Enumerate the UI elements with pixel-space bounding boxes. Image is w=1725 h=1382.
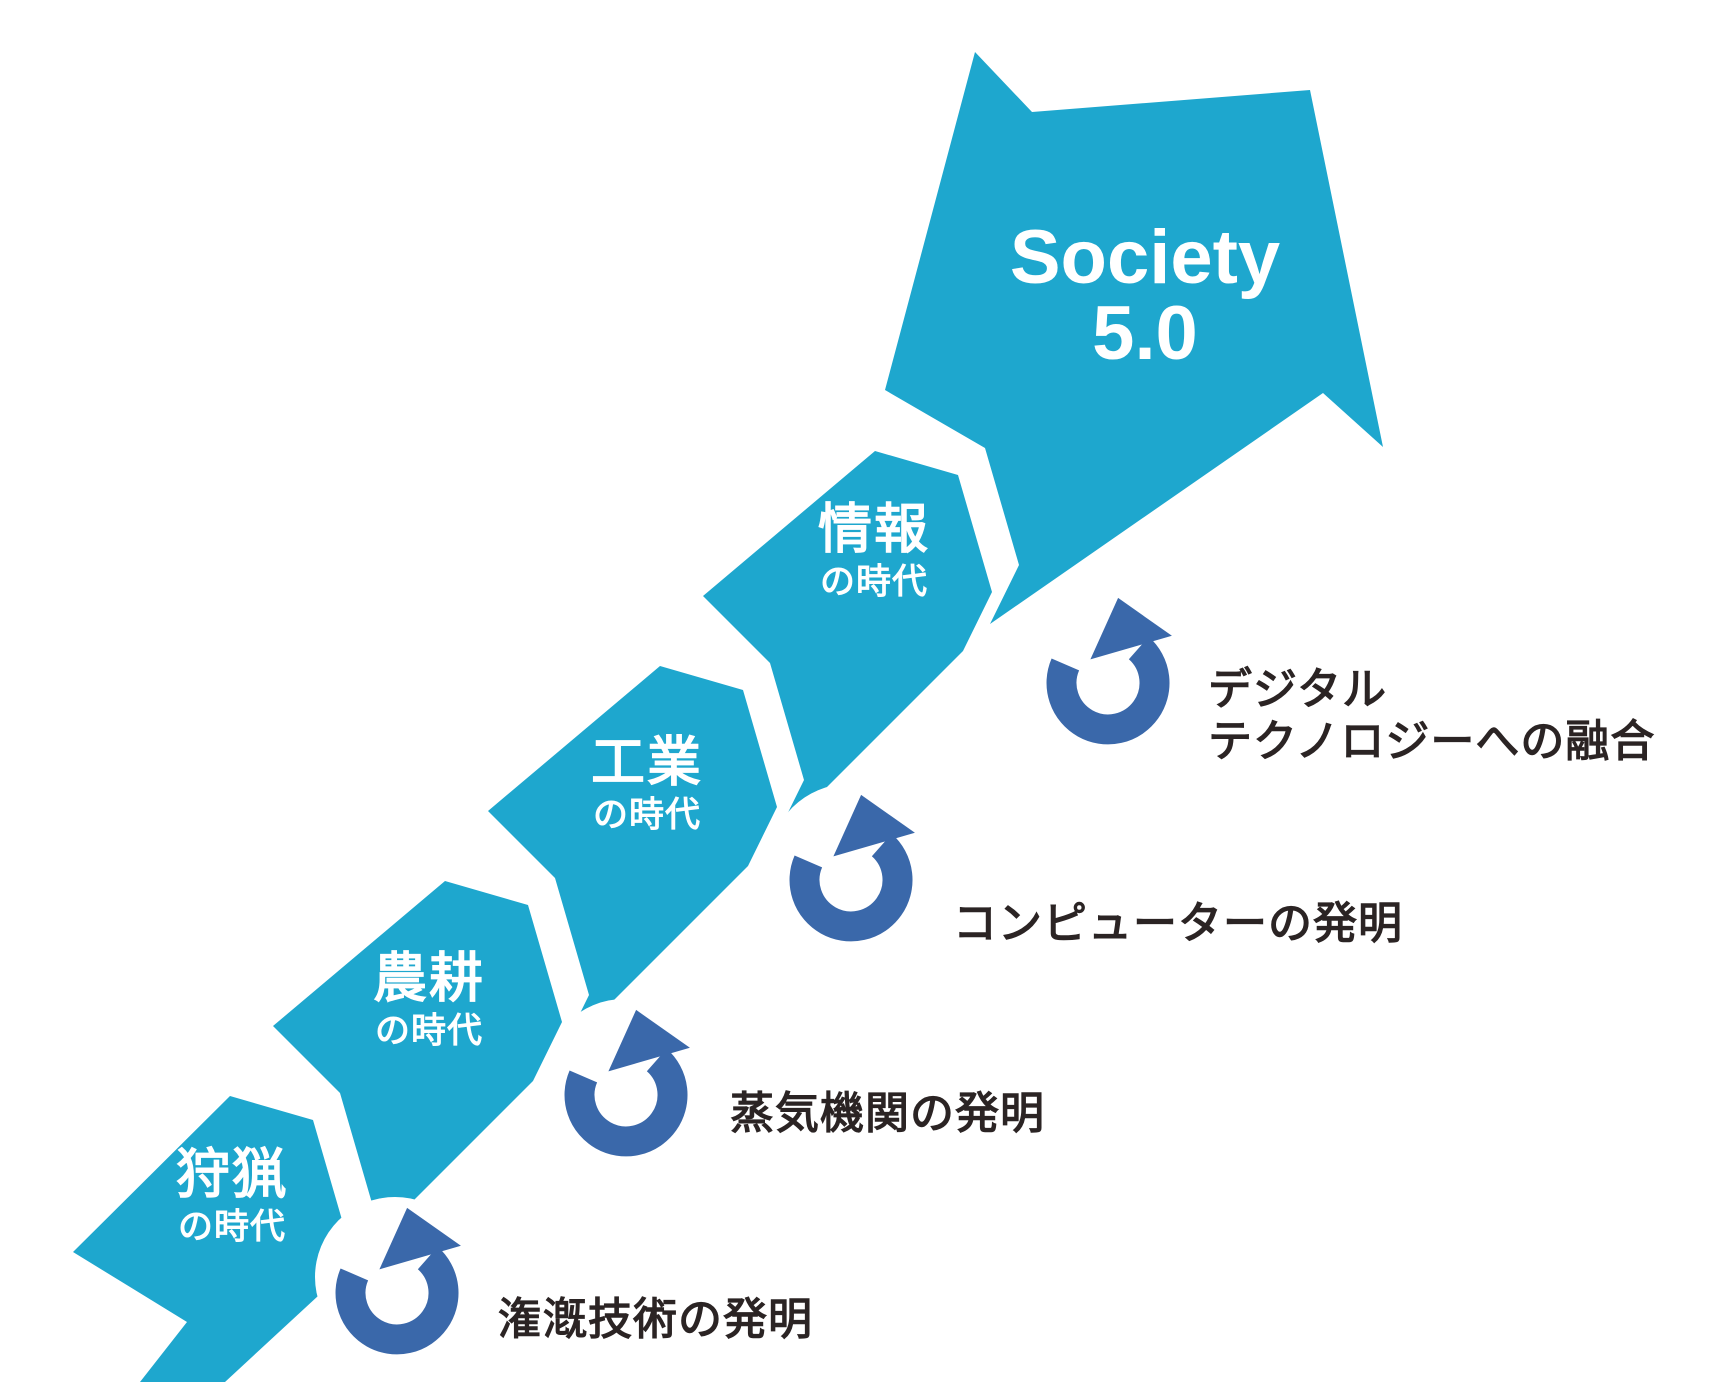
loop-arrow-icon [1046, 597, 1172, 745]
stage-label-industry: 工業 の時代 [591, 734, 703, 833]
stage-label-agriculture: 農耕 の時代 [373, 950, 485, 1049]
stage-segment-hunting [73, 1096, 347, 1382]
annotation-line2: テクノロジーへの融合 [1208, 717, 1656, 766]
goal-arrowhead [885, 52, 1383, 624]
stage-segment-information [703, 451, 992, 839]
goal-line1: Society [1009, 215, 1281, 300]
annotation-irrigation: 潅漑技術の発明 [498, 1294, 813, 1346]
stage-suffix: の時代 [177, 1206, 286, 1246]
annotation-computer: コンピューターの発明 [953, 898, 1403, 950]
stage-label-hunting: 狩猟 の時代 [176, 1146, 288, 1245]
stage-segment-industry [488, 666, 777, 1054]
goal-line2: 5.0 [1092, 291, 1198, 376]
stage-suffix: の時代 [819, 561, 928, 601]
stage-suffix: の時代 [592, 794, 701, 834]
stage-name: 情報 [818, 499, 930, 560]
annotation-digital-technology: デジタル テクノロジーへの融合 [1208, 664, 1655, 768]
annotation-line1: デジタル [1208, 665, 1388, 714]
annotation-text: コンピューターの発明 [953, 899, 1403, 948]
stage-suffix: の時代 [374, 1010, 483, 1050]
stage-label-information: 情報 の時代 [818, 501, 930, 600]
loop-arrow-icon [564, 1009, 690, 1157]
annotation-text: 潅漑技術の発明 [498, 1295, 813, 1344]
stage-name: 狩猟 [176, 1144, 288, 1205]
stage-name: 工業 [591, 732, 703, 793]
stage-segment-agriculture [273, 881, 562, 1269]
goal-label: Society 5.0 [1010, 220, 1280, 372]
loop-arrow-icon [335, 1207, 461, 1355]
annotation-text: 蒸気機関の発明 [730, 1089, 1045, 1138]
stage-name: 農耕 [373, 948, 485, 1009]
annotation-steam-engine: 蒸気機関の発明 [730, 1088, 1045, 1140]
loop-arrow-icon [789, 794, 915, 942]
